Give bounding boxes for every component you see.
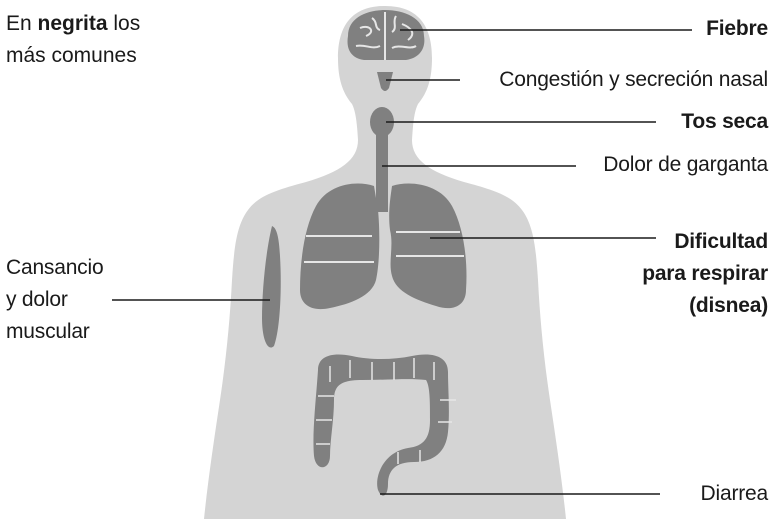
legend-prefix: En: [6, 12, 32, 35]
label-sore-throat: Dolor de garganta: [603, 151, 768, 179]
label-dyspnea: Dificultad para respirar (disnea): [642, 226, 768, 322]
label-dyspnea-line-2: para respirar: [642, 258, 768, 290]
label-dyspnea-line-1: Dificultad: [642, 226, 768, 258]
legend-bold-word: negrita: [38, 12, 108, 35]
label-fever: Fiebre: [706, 15, 768, 43]
legend-line-2: más comunes: [6, 40, 140, 72]
label-diarrhea: Diarrea: [701, 480, 768, 508]
label-fatigue-line-2: y dolor: [6, 284, 103, 316]
label-dyspnea-line-3: (disnea): [642, 290, 768, 322]
legend-suffix: los: [113, 12, 140, 35]
legend-line-1: En negrita los: [6, 8, 140, 40]
label-dry-cough: Tos seca: [681, 108, 768, 136]
brain-organ: [348, 10, 425, 60]
label-fatigue: Cansancio y dolor muscular: [6, 252, 103, 348]
trachea-organ: [376, 132, 388, 212]
label-fatigue-line-3: muscular: [6, 316, 103, 348]
label-congestion: Congestión y secreción nasal: [499, 66, 768, 94]
label-fatigue-line-1: Cansancio: [6, 252, 103, 284]
legend-note: En negrita los más comunes: [6, 8, 140, 72]
